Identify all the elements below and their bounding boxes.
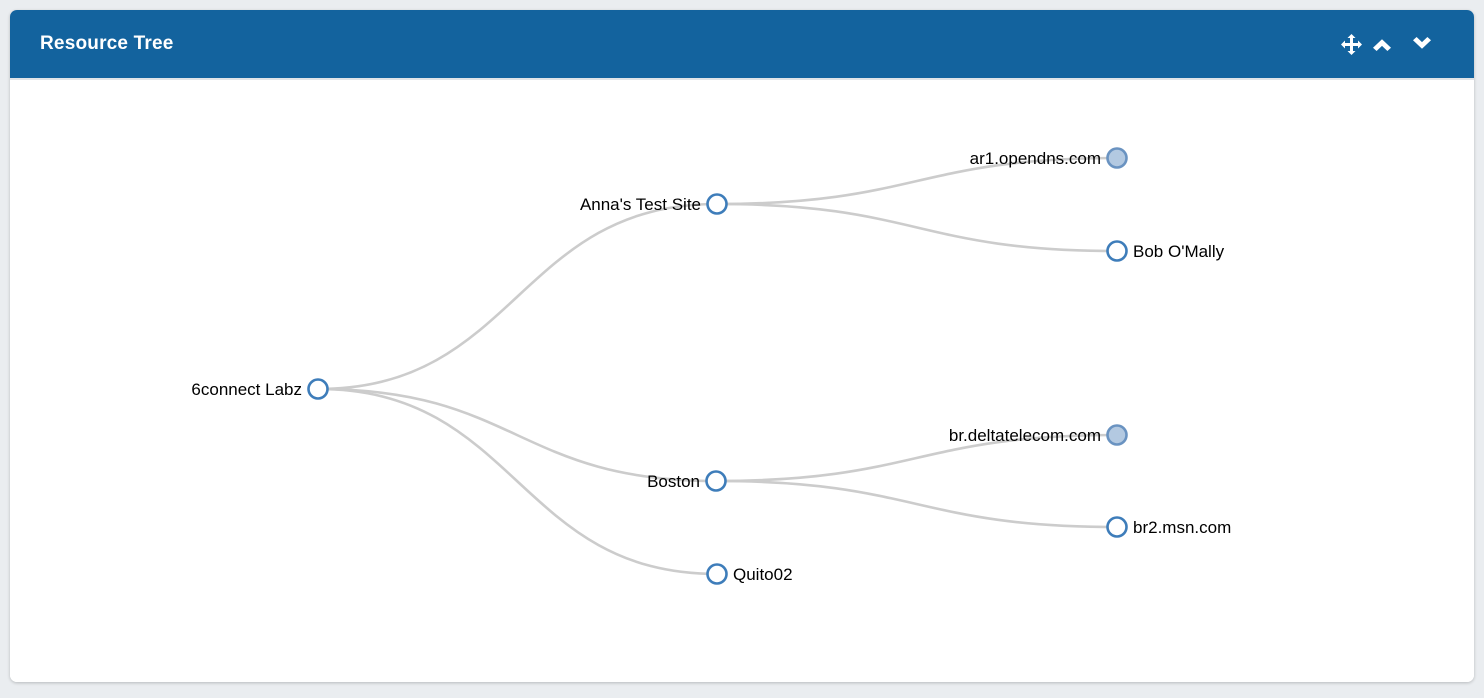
tree-node-ar1-opendns-com: ar1.opendns.com	[970, 147, 1128, 169]
tree-node-circle[interactable]	[1106, 147, 1128, 169]
tree-node-label[interactable]: br.deltatelecom.com	[949, 426, 1101, 445]
chevron-up-icon[interactable]	[1372, 37, 1392, 51]
tree-node-br2-msn-com: br2.msn.com	[1106, 516, 1231, 538]
tree-link-anna-bob	[716, 202, 1118, 253]
tree-canvas: 6connect Labz Anna's Test Site ar1.opend…	[10, 78, 1474, 682]
tree-node-label[interactable]: ar1.opendns.com	[970, 149, 1101, 168]
resource-tree-diagram: 6connect Labz Anna's Test Site ar1.opend…	[191, 147, 1231, 585]
resource-tree-panel: Resource Tree	[10, 10, 1474, 682]
chevron-down-icon[interactable]	[1412, 37, 1432, 51]
tree-link-boston-br2	[715, 479, 1118, 529]
tree-node-label[interactable]: Bob O'Mally	[1133, 242, 1225, 261]
tree-links	[317, 156, 1118, 576]
move-icon[interactable]	[1341, 33, 1362, 55]
tree-nodes: 6connect Labz Anna's Test Site ar1.opend…	[191, 147, 1231, 585]
tree-node-label[interactable]: Boston	[647, 472, 700, 491]
tree-link-boston-delta	[715, 433, 1118, 483]
tree-node-label[interactable]: br2.msn.com	[1133, 518, 1231, 537]
tree-link-anna-ar1	[716, 156, 1118, 206]
tree-node-circle[interactable]	[706, 193, 728, 215]
tree-link-root-quito	[317, 387, 718, 576]
tree-node-6connect-labz: 6connect Labz	[191, 378, 329, 400]
tree-node-circle[interactable]	[706, 563, 728, 585]
tree-node-boston: Boston	[647, 470, 727, 492]
tree-node-br-deltatelecom-com: br.deltatelecom.com	[949, 424, 1128, 446]
tree-node-circle[interactable]	[1106, 424, 1128, 446]
panel-header-controls	[1341, 33, 1432, 55]
tree-node-circle[interactable]	[705, 470, 727, 492]
panel-header: Resource Tree	[10, 10, 1474, 78]
tree-node-annas-test-site: Anna's Test Site	[580, 193, 728, 215]
panel-title: Resource Tree	[40, 33, 174, 54]
tree-node-label[interactable]: 6connect Labz	[191, 380, 302, 399]
tree-node-circle[interactable]	[307, 378, 329, 400]
tree-node-circle[interactable]	[1106, 516, 1128, 538]
tree-link-root-anna	[317, 202, 718, 391]
tree-link-root-boston	[317, 387, 717, 483]
tree-node-label[interactable]: Anna's Test Site	[580, 195, 701, 214]
tree-node-bob-omally: Bob O'Mally	[1106, 240, 1225, 262]
tree-node-quito02: Quito02	[706, 563, 793, 585]
tree-node-circle[interactable]	[1106, 240, 1128, 262]
tree-node-label[interactable]: Quito02	[733, 565, 793, 584]
